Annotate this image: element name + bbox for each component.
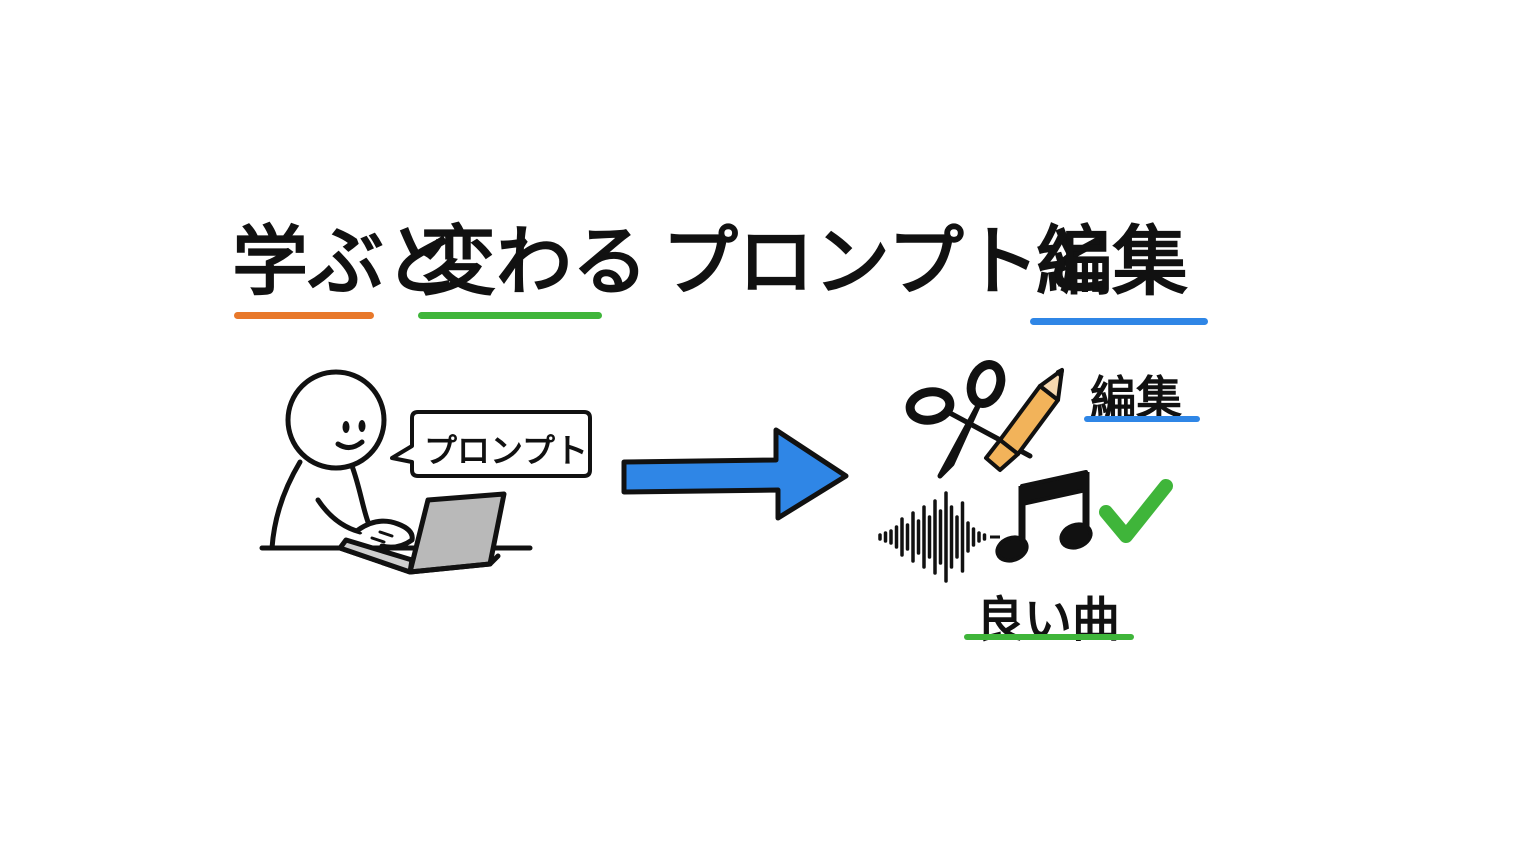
title-edit: 編集 bbox=[1036, 217, 1188, 306]
edit-underline-blue bbox=[1084, 416, 1200, 422]
speech-bubble-text: プロンプト bbox=[424, 431, 589, 470]
underline-orange bbox=[234, 312, 374, 319]
underline-green bbox=[418, 312, 602, 319]
result-underline-green bbox=[964, 634, 1134, 640]
title-learn: 学ぶと bbox=[232, 217, 460, 306]
title-prompt-and: プロンプトと bbox=[662, 217, 1116, 306]
title-change: 変わる bbox=[420, 217, 648, 306]
underline-blue bbox=[1030, 318, 1208, 325]
